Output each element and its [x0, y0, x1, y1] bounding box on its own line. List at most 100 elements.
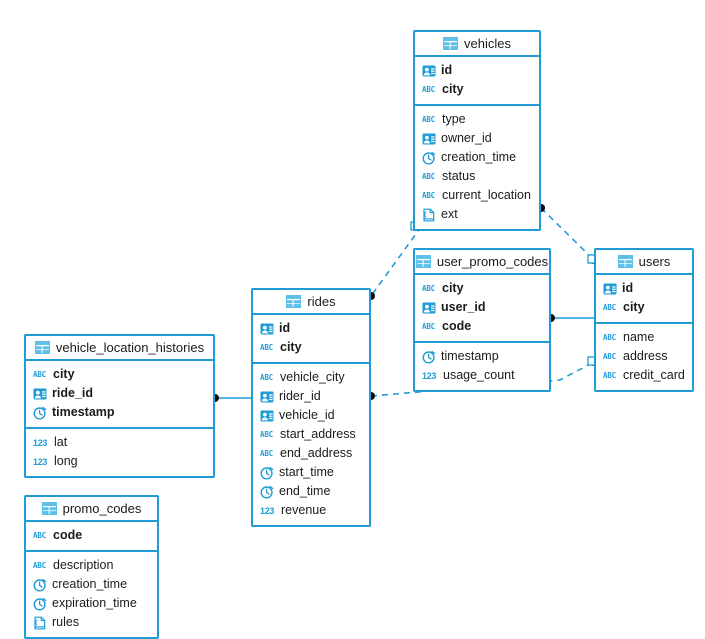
clock-icon	[33, 578, 47, 592]
field-label: type	[442, 112, 466, 127]
table-title: vehicle_location_histories	[55, 340, 205, 355]
field-row-vehicle_location_histories-ride_id[interactable]: ride_id	[26, 384, 213, 403]
123-icon: 123	[260, 505, 275, 516]
field-label: city	[623, 300, 645, 315]
field-row-users-city[interactable]: ABC city	[596, 298, 692, 317]
table-header-vehicle_location_histories[interactable]: vehicle_location_histories	[26, 336, 213, 361]
field-row-user_promo_codes-code[interactable]: ABC code	[415, 317, 549, 336]
field-label: expiration_time	[52, 596, 137, 611]
svg-text:JSON: JSON	[35, 625, 45, 629]
field-row-rides-end_time[interactable]: end_time	[253, 482, 369, 501]
field-label: long	[54, 454, 78, 469]
json-icon: JSON	[33, 616, 47, 630]
abc-icon: ABC	[33, 560, 46, 570]
field-row-promo_codes-rules[interactable]: JSON rules	[26, 613, 157, 632]
svg-text:JSON: JSON	[424, 217, 434, 221]
abc-icon: ABC	[422, 321, 435, 331]
field-row-rides-vehicle_id[interactable]: vehicle_id	[253, 406, 369, 425]
table-title: users	[638, 254, 671, 269]
field-label: creation_time	[52, 577, 128, 592]
field-row-promo_codes-creation_time[interactable]: creation_time	[26, 575, 157, 594]
field-row-vehicles-id[interactable]: id	[415, 61, 539, 80]
field-label: city	[53, 367, 75, 382]
table-header-users[interactable]: users	[596, 250, 692, 275]
field-label: timestamp	[441, 349, 499, 364]
field-label: rules	[52, 615, 80, 630]
field-row-promo_codes-description[interactable]: ABC description	[26, 556, 157, 575]
field-row-users-address[interactable]: ABC address	[596, 347, 692, 366]
abc-icon: ABC	[603, 302, 616, 312]
field-row-vehicles-creation_time[interactable]: creation_time	[415, 148, 539, 167]
table-header-rides[interactable]: rides	[253, 290, 369, 315]
clock-icon	[422, 350, 436, 364]
id-card-icon	[422, 301, 436, 315]
clock-icon	[33, 597, 47, 611]
field-label: credit_card	[623, 368, 685, 383]
field-row-promo_codes-expiration_time[interactable]: expiration_time	[26, 594, 157, 613]
field-label: start_address	[280, 427, 356, 442]
field-label: address	[623, 349, 668, 364]
abc-icon: ABC	[603, 351, 616, 361]
table-icon	[41, 502, 57, 515]
field-label: status	[442, 169, 476, 184]
field-row-user_promo_codes-user_id[interactable]: user_id	[415, 298, 549, 317]
field-row-rides-start_time[interactable]: start_time	[253, 463, 369, 482]
field-row-users-id[interactable]: id	[596, 279, 692, 298]
table-title: vehicles	[464, 36, 511, 51]
clock-icon	[33, 406, 47, 420]
field-row-vehicle_location_histories-timestamp[interactable]: timestamp	[26, 403, 213, 422]
field-row-user_promo_codes-timestamp[interactable]: timestamp	[415, 347, 549, 366]
abc-icon: ABC	[603, 370, 616, 380]
table-icon	[34, 341, 50, 354]
field-row-vehicles-owner_id[interactable]: owner_id	[415, 129, 539, 148]
field-row-vehicles-current_location[interactable]: ABC current_location	[415, 186, 539, 205]
field-label: description	[53, 558, 114, 573]
field-row-users-credit_card[interactable]: ABC credit_card	[596, 366, 692, 385]
field-label: start_time	[279, 465, 334, 480]
table-icon	[617, 255, 633, 268]
table-header-promo_codes[interactable]: promo_codes	[26, 497, 157, 522]
field-row-rides-id[interactable]: id	[253, 319, 369, 338]
abc-icon: ABC	[33, 530, 46, 540]
field-label: code	[442, 319, 472, 334]
table-header-vehicles[interactable]: vehicles	[415, 32, 539, 57]
table-title: promo_codes	[62, 501, 142, 516]
field-label: lat	[54, 435, 68, 450]
field-label: name	[623, 330, 655, 345]
clock-icon	[422, 151, 436, 165]
field-label: id	[622, 281, 634, 296]
field-row-rides-rider_id[interactable]: rider_id	[253, 387, 369, 406]
id-card-icon	[260, 409, 274, 423]
abc-icon: ABC	[422, 190, 435, 200]
field-label: owner_id	[441, 131, 492, 146]
field-label: current_location	[442, 188, 531, 203]
table-header-user_promo_codes[interactable]: user_promo_codes	[415, 250, 549, 275]
field-label: end_time	[279, 484, 331, 499]
